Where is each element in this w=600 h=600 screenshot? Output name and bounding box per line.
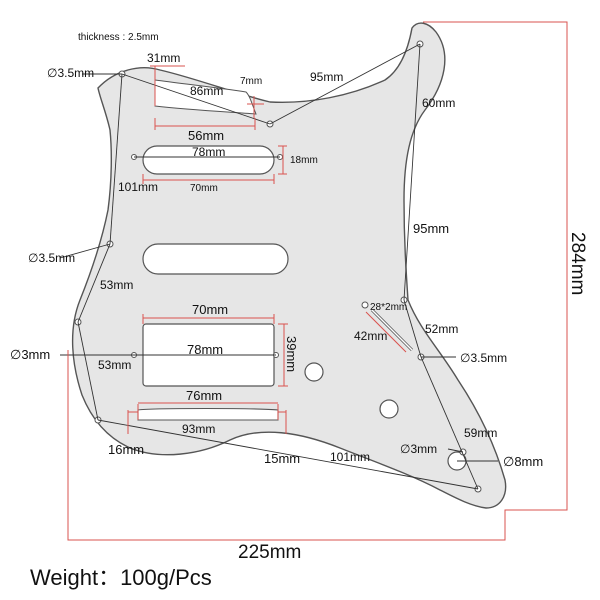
weight-label: Weight：100g/Pcs [30,565,212,590]
dim-76mm: 76mm [186,388,222,403]
neck-pickup-cutout [142,145,275,175]
dim-15mm: 15mm [264,451,300,466]
screw-holes [74,40,482,493]
dim-101mm-left: 101mm [118,180,158,194]
overall-height: 284mm [567,232,588,295]
dim-42mm: 42mm [354,329,387,343]
pot-hole-2 [379,399,399,419]
dim-93mm: 93mm [182,422,215,436]
dim-53mm-upper: 53mm [100,278,133,292]
dim-53mm-lower: 53mm [98,358,131,372]
dim-70mm-neck: 70mm [190,183,218,194]
dim-78mm-neck: 78mm [192,145,225,159]
hole-dia-8mm: ∅8mm [503,454,543,469]
dim-60mm: 60mm [422,96,455,110]
dim-78mm-humbucker: 78mm [187,342,223,357]
dim-39mm: 39mm [284,336,299,372]
dim-59mm: 59mm [464,426,497,440]
dim-95mm-right: 95mm [413,221,449,236]
bridge-slot-cutout [137,407,279,421]
hole-dia-right: ∅3.5mm [460,351,507,365]
dim-70mm-humbucker: 70mm [192,302,228,317]
hole-dia-mid-left: ∅3.5mm [28,251,75,265]
dim-16mm: 16mm [108,442,144,457]
dim-101mm-bottom: 101mm [330,450,370,464]
pickguard-plate [71,22,507,509]
dim-95mm-top: 95mm [310,70,343,84]
dim-52mm: 52mm [425,322,458,336]
dimension-lines [67,21,568,541]
hole-dia-3mm-left: ∅3mm [10,347,50,362]
dim-86mm: 86mm [190,84,223,98]
hole-dia-3mm-right: ∅3mm [400,442,437,456]
dim-7mm: 7mm [240,76,262,87]
dim-31mm: 31mm [147,51,180,65]
slot-28x2mm: 28*2mm [370,302,407,313]
hole-dia-top-left: ∅3.5mm [47,66,94,80]
overall-width: 225mm [238,542,301,563]
dim-18mm: 18mm [290,155,318,166]
measure-lines [59,43,498,490]
thickness-label: thickness : 2.5mm [78,32,159,43]
middle-pickup-cutout [142,243,289,275]
pot-hole-1 [304,362,324,382]
dim-56mm: 56mm [188,128,224,143]
